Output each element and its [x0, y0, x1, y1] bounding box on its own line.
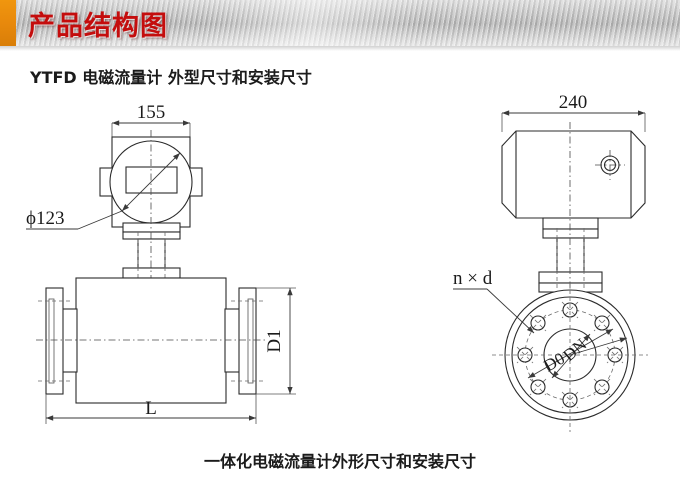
bolt-hole	[561, 301, 579, 319]
bolt-hole	[529, 378, 547, 396]
left-flange-bolt-slot	[48, 298, 55, 384]
neck-base-plate	[122, 267, 181, 279]
dim-label-phi123: ϕ123	[26, 208, 65, 229]
neck-flange-lower	[122, 231, 181, 240]
display-window	[125, 166, 178, 194]
right-flange	[238, 287, 257, 395]
right-neck-column	[556, 237, 585, 273]
left-front-elevation: 155 ϕ123	[26, 102, 296, 424]
right-neck-flange-upper	[542, 217, 599, 230]
right-flange-bolt-slot	[247, 298, 254, 384]
page-title: 产品结构图	[28, 11, 168, 42]
bolt-hole	[593, 378, 611, 396]
dim-label-d1: D1	[264, 329, 285, 352]
right-neck-flange-lower	[542, 228, 599, 239]
dim-bolt-spec: n × d	[453, 268, 535, 334]
right-stub	[224, 308, 241, 373]
flange-face-view: D0 DN n × d	[453, 268, 648, 432]
left-stub	[61, 308, 78, 373]
meter-body	[75, 277, 227, 404]
converter-side-housing	[501, 130, 646, 219]
cable-gland-icon	[595, 150, 625, 180]
right-side-and-face-view: 240	[453, 92, 648, 432]
dim-display-diameter: ϕ123	[26, 152, 181, 230]
banner-drop-shadow	[0, 46, 680, 51]
dim-label-240: 240	[559, 92, 588, 113]
dim-converter-depth: 240	[501, 92, 646, 132]
section-subtitle: YTFD 电磁流量计 外型尺寸和安装尺寸	[30, 68, 312, 87]
right-neck-base-upper	[538, 271, 603, 284]
dim-flange-diameter: D1	[256, 287, 296, 395]
outer-radius-arrow	[569, 337, 628, 356]
bolt-hole	[561, 391, 579, 409]
left-flange	[45, 287, 64, 395]
dim-label-nxd: n × d	[453, 268, 493, 289]
neck-column	[137, 238, 166, 269]
dim-converter-width: 155	[111, 102, 191, 142]
dim-label-l: L	[145, 398, 157, 419]
dim-label-155: 155	[137, 102, 166, 123]
bolt-hole	[529, 314, 547, 332]
neck-flange-upper	[122, 222, 181, 233]
banner-accent-bar	[0, 0, 16, 46]
figure-caption: 一体化电磁流量计外形尺寸和安装尺寸	[203, 452, 476, 471]
dim-body-length: L	[45, 394, 257, 424]
